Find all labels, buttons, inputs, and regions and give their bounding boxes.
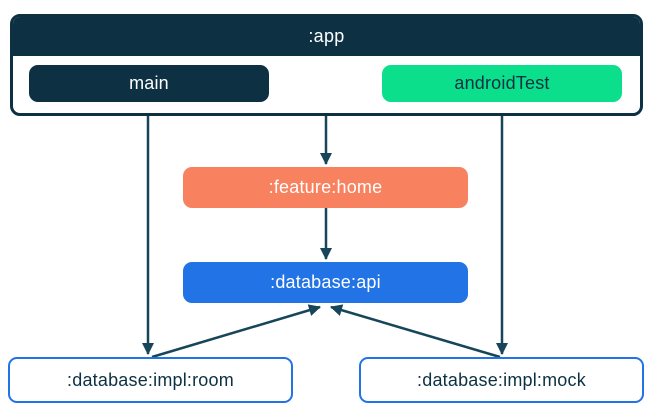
node-app-label: :app [308,26,345,46]
node-feature-home: :feature:home [183,167,468,208]
node-feature-home-label: :feature:home [268,177,383,197]
node-app-header: :app [13,17,640,56]
edge-database-impl-mock-to-database-api [330,304,501,359]
node-database-api-label: :database:api [270,272,381,292]
edge-database-impl-room-to-database-api [151,304,321,359]
node-database-api: :database:api [183,262,468,303]
node-androidtest: androidTest [382,65,622,102]
node-database-impl-room-label: :database:impl:room [67,369,234,390]
node-main-label: main [129,73,169,93]
node-database-impl-mock: :database:impl:mock [359,357,644,403]
node-androidtest-label: androidTest [454,73,550,93]
node-database-impl-room: :database:impl:room [8,357,293,403]
node-main: main [29,65,269,102]
node-database-impl-mock-label: :database:impl:mock [417,369,586,390]
